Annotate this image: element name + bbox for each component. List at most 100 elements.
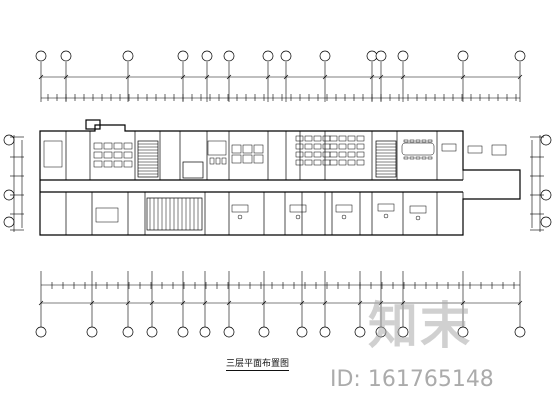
office-desk — [377, 203, 395, 212]
bottom-dimension-lines — [38, 271, 523, 328]
desk — [338, 135, 347, 142]
desk — [329, 135, 338, 142]
dimension-tick — [400, 74, 406, 80]
balcony — [85, 119, 101, 130]
axis-bubble — [457, 50, 469, 62]
chair — [409, 139, 415, 143]
conference-table — [401, 142, 435, 156]
desk — [441, 143, 457, 152]
axis-bubble — [540, 134, 552, 146]
desk — [347, 159, 356, 166]
desk — [295, 151, 304, 158]
desk — [253, 144, 264, 154]
desk — [356, 143, 365, 150]
dimension-tick — [180, 300, 186, 306]
dimension-tick — [38, 300, 44, 306]
axis-bubble — [3, 134, 15, 146]
chair — [409, 156, 415, 160]
desk — [253, 154, 264, 164]
desk — [329, 151, 338, 158]
drawing-title: 三层平面布置图 — [226, 356, 290, 371]
desk — [356, 135, 365, 142]
office-chair — [295, 214, 301, 220]
desk — [103, 151, 113, 159]
toilet-stall — [215, 157, 221, 165]
toilet-block — [207, 140, 227, 156]
desk — [113, 160, 123, 168]
watermark-id: ID: 161765148 — [330, 367, 494, 392]
desk — [93, 142, 103, 150]
axis-bubble — [199, 326, 211, 338]
dimension-tick — [204, 74, 210, 80]
axis-bubble — [262, 50, 274, 62]
desk — [322, 151, 331, 158]
room-partitions — [65, 131, 464, 235]
dimension-tick — [369, 74, 375, 80]
dimension-tick — [180, 74, 186, 80]
axis-bubble — [457, 326, 469, 338]
office-chair — [341, 214, 347, 220]
stair-core-lower — [146, 197, 203, 231]
dimension-tick — [202, 300, 208, 306]
dimension-tick — [460, 74, 466, 80]
chair — [415, 139, 421, 143]
desk — [123, 160, 133, 168]
dimension-tick — [299, 300, 305, 306]
desk — [93, 151, 103, 159]
desk — [123, 142, 133, 150]
desk — [304, 143, 313, 150]
axis-bubble — [514, 326, 526, 338]
dimension-tick — [378, 74, 384, 80]
desk — [295, 135, 304, 142]
desk — [113, 151, 123, 159]
desk — [242, 144, 253, 154]
axis-bubble — [201, 50, 213, 62]
desk — [338, 159, 347, 166]
office-desk — [289, 204, 307, 213]
dimension-tick — [283, 74, 289, 80]
dimension-tick — [125, 300, 131, 306]
desk — [242, 154, 253, 164]
desk — [304, 151, 313, 158]
dimension-tick — [517, 74, 523, 80]
dimension-tick — [226, 300, 232, 306]
office-desk — [335, 204, 353, 213]
chair — [403, 156, 409, 160]
axis-bubble — [35, 326, 47, 338]
axis-bubble — [319, 50, 331, 62]
axis-bubble — [122, 326, 134, 338]
office-desk — [409, 205, 427, 214]
office-chair — [237, 214, 243, 220]
axis-bubble — [514, 50, 526, 62]
dimension-tick — [63, 74, 69, 80]
dimension-tick — [38, 74, 44, 80]
axis-bubble — [397, 50, 409, 62]
office-chair — [415, 215, 421, 221]
dimension-tick — [357, 300, 363, 306]
chair — [403, 139, 409, 143]
dimension-tick — [517, 300, 523, 306]
axis-bubble — [3, 216, 15, 228]
toilet-stall — [209, 157, 215, 165]
axis-bubble — [319, 326, 331, 338]
axis-bubble — [146, 326, 158, 338]
sofa — [467, 145, 483, 154]
desk — [313, 135, 322, 142]
desk — [356, 151, 365, 158]
axis-bubble — [280, 50, 292, 62]
desk — [113, 142, 123, 150]
axis-bubble — [122, 50, 134, 62]
chair — [421, 139, 427, 143]
dimension-tick — [460, 300, 466, 306]
dimension-tick — [322, 74, 328, 80]
dimension-tick — [226, 74, 232, 80]
desk — [329, 143, 338, 150]
axis-bubble — [177, 326, 189, 338]
side-dimension-lines — [10, 135, 544, 232]
desk — [322, 143, 331, 150]
dimension-tick — [400, 300, 406, 306]
desk — [313, 143, 322, 150]
building-walls — [39, 119, 521, 236]
desk — [295, 143, 304, 150]
